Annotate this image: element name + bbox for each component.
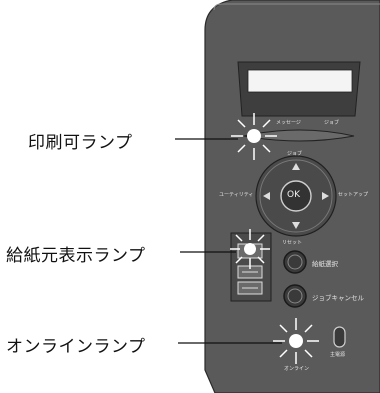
lcd-screen [247, 69, 353, 93]
label-utility: ユーティリティ [219, 192, 254, 198]
ok-button[interactable] [280, 180, 312, 212]
arrow-down-icon[interactable] [292, 222, 300, 229]
arrow-left-icon[interactable] [263, 192, 270, 200]
callout-paper-source-lamp: 給紙元表示ランプ [6, 246, 146, 266]
panel-edge-highlight [213, 3, 380, 11]
label-job-top: ジョブ [324, 120, 340, 126]
lamp-glow-icon [273, 318, 319, 364]
label-message: メッセージ [276, 120, 301, 126]
print-lamp-strip [243, 129, 355, 142]
lamp-glow-icon [231, 113, 277, 160]
lamp-glow-icon [230, 229, 270, 269]
label-job-cancel: ジョブキャンセル [312, 294, 364, 302]
callout-print-lamp: 印刷可ランプ [28, 133, 133, 153]
label-setup: セットアップ [338, 192, 369, 198]
ok-label: OK [287, 190, 300, 200]
label-job-center: ジョブ [287, 151, 303, 157]
job-cancel-button[interactable] [283, 284, 307, 308]
arrow-right-icon[interactable] [322, 192, 329, 200]
main-power-switch[interactable] [333, 326, 346, 348]
arrow-up-icon[interactable] [292, 163, 300, 170]
callout-online-lamp: オンラインランプ [6, 337, 146, 357]
label-online: オンライン [284, 366, 310, 372]
label-paper-select: 給紙選択 [312, 260, 338, 268]
label-reset: リセット [282, 240, 303, 246]
label-main-power: 主電源 [330, 352, 346, 358]
paper-select-button[interactable] [283, 250, 307, 274]
